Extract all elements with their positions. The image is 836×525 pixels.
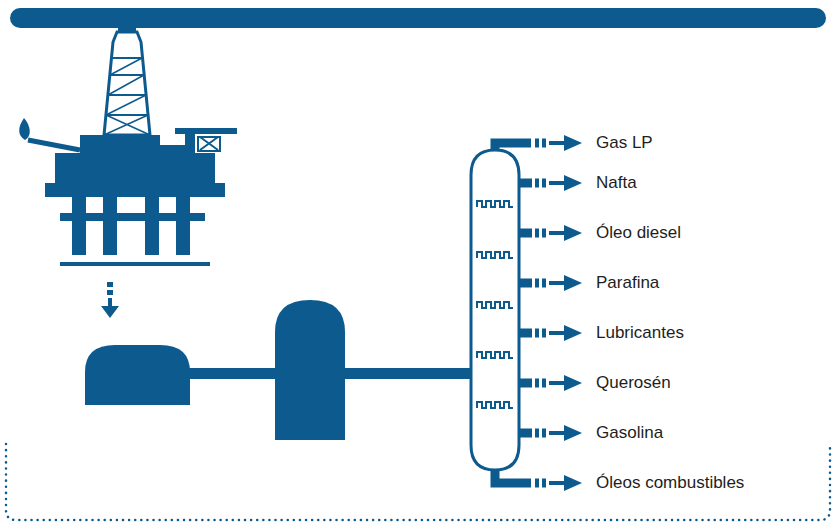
distillation-column: [471, 143, 531, 483]
flow-arrow: [101, 282, 119, 318]
output-arrow: [519, 425, 582, 441]
output-arrow: [535, 135, 582, 151]
column-tray: [477, 302, 513, 308]
output-arrow: [535, 475, 582, 491]
product-label: Lubricantes: [596, 322, 684, 344]
product-label: Parafina: [596, 272, 659, 294]
product-label: Nafta: [596, 172, 637, 194]
column-tray: [477, 352, 513, 358]
product-label: Gasolina: [596, 422, 663, 444]
product-label: Óleos combustibles: [596, 472, 744, 494]
output-arrow: [519, 225, 582, 241]
column-tray: [477, 252, 513, 258]
output-arrow: [519, 325, 582, 341]
output-arrow: [519, 375, 582, 391]
header-bar: [10, 8, 826, 28]
oil-platform: [19, 26, 237, 266]
column-tray: [477, 201, 513, 207]
output-arrows: [519, 135, 582, 491]
product-label: Querosén: [596, 372, 671, 394]
product-label: Óleo diesel: [596, 222, 681, 244]
output-arrow: [519, 275, 582, 291]
column-tray: [477, 402, 513, 408]
dotted-bracket: [6, 444, 830, 520]
product-label: Gas LP: [596, 132, 653, 154]
storage-tanks: [85, 300, 473, 440]
output-arrow: [519, 175, 582, 191]
